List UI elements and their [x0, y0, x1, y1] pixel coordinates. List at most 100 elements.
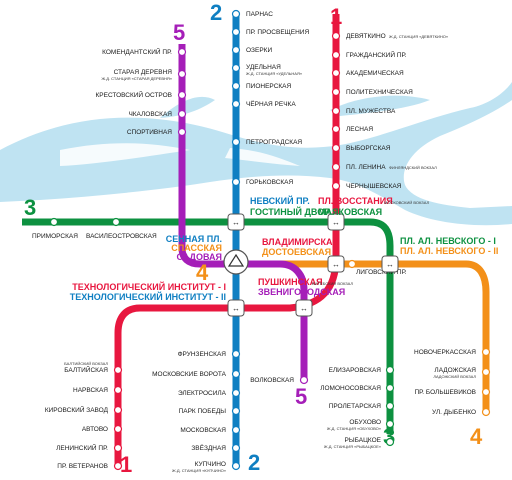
station-chkalovskaya[interactable]: ЧКАЛОВСКАЯ: [128, 111, 172, 118]
label-sadovaya[interactable]: САДОВАЯ: [176, 252, 222, 262]
station-dot[interactable]: [331, 106, 341, 116]
station-dot[interactable]: [231, 9, 241, 19]
station-vyborgskaya[interactable]: ВЫБОРГСКАЯ: [346, 145, 391, 152]
station-dot[interactable]: [231, 99, 241, 109]
station-akademicheskaya[interactable]: АКАДЕМИЧЕСКАЯ: [346, 70, 404, 77]
station-dot[interactable]: [113, 461, 123, 471]
label-vladimirskaya[interactable]: ВЛАДИМИРСКАЯ: [262, 237, 339, 247]
station-gorkovskaya[interactable]: ГОРЬКОВСКАЯ: [246, 179, 294, 186]
station-frunzenskaya[interactable]: ФРУНЗЕНСКАЯ: [178, 351, 227, 358]
station-pl-lenina[interactable]: ПЛ. ЛЕНИНА: [346, 164, 386, 171]
station-proletarskaya[interactable]: ПРОЛЕТАРСКАЯ: [329, 403, 382, 410]
station-dot[interactable]: [177, 109, 187, 119]
station-pionerskaya[interactable]: ПИОНЕРСКАЯ: [246, 83, 292, 90]
label-sennaya-pl[interactable]: СЕННАЯ ПЛ.: [166, 234, 222, 244]
station-chernaya-rechka[interactable]: ЧЁРНАЯ РЕЧКА: [246, 100, 296, 108]
transfer-tekhnologichesky[interactable]: ↔: [227, 299, 245, 317]
station-baltiyskaya[interactable]: БАЛТИЙСКАЯ: [64, 365, 108, 374]
station-kupchino[interactable]: КУПЧИНО: [195, 461, 226, 468]
label-pushkinskaya[interactable]: ПУШКИНСКАЯ: [258, 277, 323, 287]
station-zvezdnaya[interactable]: ЗВЁЗДНАЯ: [191, 444, 226, 452]
station-volkovskaya[interactable]: ВОЛКОВСКАЯ: [250, 377, 294, 384]
station-dot[interactable]: [111, 217, 121, 227]
station-dot[interactable]: [113, 443, 123, 453]
station-dot[interactable]: [49, 217, 59, 227]
station-dot[interactable]: [231, 406, 241, 416]
station-dot[interactable]: [299, 375, 309, 385]
station-pr-bolshevikov[interactable]: ПР. БОЛЬШЕВИКОВ: [414, 389, 476, 396]
station-pr-prosvescheniya[interactable]: ПР. ПРОСВЕЩЕНИЯ: [246, 29, 309, 36]
station-politekhnicheskaya[interactable]: ПОЛИТЕХНИЧЕСКАЯ: [346, 89, 413, 96]
station-dot[interactable]: [177, 69, 187, 79]
transfer-vosstaniya-mayakovskaya[interactable]: ↔: [327, 213, 345, 231]
label-dostoevskaya[interactable]: ДОСТОЕВСКАЯ: [262, 247, 331, 257]
station-ozerki[interactable]: ОЗЕРКИ: [246, 47, 272, 54]
station-dot[interactable]: [177, 47, 187, 57]
station-petrogradskaya[interactable]: ПЕТРОГРАДСКАЯ: [246, 139, 302, 146]
station-dot[interactable]: [331, 124, 341, 134]
station-dot[interactable]: [331, 50, 341, 60]
station-narvskaya[interactable]: НАРВСКАЯ: [73, 387, 108, 394]
station-lesnaya[interactable]: ЛЕСНАЯ: [346, 126, 373, 133]
station-dot[interactable]: [331, 162, 341, 172]
station-ul-dybenko[interactable]: УЛ. ДЫБЕНКО: [432, 409, 476, 416]
station-dot[interactable]: [177, 127, 187, 137]
station-sportivnaya[interactable]: СПОРТИВНАЯ: [127, 129, 172, 136]
station-elizarovskaya[interactable]: ЕЛИЗАРОВСКАЯ: [329, 367, 382, 374]
station-dot[interactable]: [385, 401, 395, 411]
station-krestovsky[interactable]: КРЕСТОВСКИЙ ОСТРОВ: [95, 90, 172, 99]
label-pl-nevskogo-1[interactable]: ПЛ. АЛ. НЕВСКОГО - I: [400, 236, 496, 246]
label-spasskaya[interactable]: СПАССКАЯ: [171, 243, 222, 253]
label-pl-nevskogo-2[interactable]: ПЛ. АЛ. НЕВСКОГО - II: [400, 246, 498, 256]
station-dot[interactable]: [481, 347, 491, 357]
station-parnas[interactable]: ПАРНАС: [246, 11, 273, 18]
station-pr-veteranov[interactable]: ПР. ВЕТЕРАНОВ: [57, 463, 108, 470]
station-dot[interactable]: [481, 367, 491, 377]
station-pl-muzhestva[interactable]: ПЛ. МУЖЕСТВА: [346, 108, 396, 115]
station-dot[interactable]: [385, 419, 395, 429]
station-dot[interactable]: [231, 137, 241, 147]
station-dot[interactable]: [231, 443, 241, 453]
station-kirovsky-zavod[interactable]: КИРОВСКИЙ ЗАВОД: [45, 405, 109, 414]
station-dot[interactable]: [331, 143, 341, 153]
station-dot[interactable]: [231, 63, 241, 73]
station-dot[interactable]: [331, 87, 341, 97]
label-zvenigorodskaya[interactable]: ЗВЕНИГОРОДСКАЯ: [258, 287, 345, 297]
station-dot[interactable]: [385, 365, 395, 375]
station-dot[interactable]: [385, 437, 395, 447]
label-ligovsky[interactable]: ЛИГОВСКИЙ ПР.: [356, 267, 407, 276]
label-tekhno-1[interactable]: ТЕХНОЛОГИЧЕСКИЙ ИНСТИТУТ - I: [72, 281, 226, 292]
transfer-nevsky-gostiny[interactable]: ↔: [227, 213, 245, 231]
station-dot[interactable]: [231, 369, 241, 379]
label-nevsky-pr[interactable]: НЕВСКИЙ ПР.: [250, 195, 310, 206]
station-devyatkino[interactable]: ДЕВЯТКИНО: [346, 33, 386, 40]
station-dot[interactable]: [231, 45, 241, 55]
transfer-vladimirskaya-dostoevskaya[interactable]: ↔: [327, 255, 345, 273]
station-dot[interactable]: [113, 424, 123, 434]
station-obukhovo[interactable]: ОБУХОВО: [349, 419, 381, 426]
station-grazhdansky[interactable]: ГРАЖДАНСКИЙ ПР.: [346, 50, 407, 59]
station-dot[interactable]: [231, 177, 241, 187]
station-dot[interactable]: [177, 90, 187, 100]
station-dot[interactable]: [231, 349, 241, 359]
label-pl-vosstaniya[interactable]: ПЛ. ВОССТАНИЯ: [318, 196, 393, 206]
label-tekhno-2[interactable]: ТЕХНОЛОГИЧЕСКИЙ ИНСТИТУТ - II: [70, 291, 226, 302]
station-komendantsky[interactable]: КОМЕНДАНТСКИЙ ПР.: [102, 47, 172, 56]
station-moskovskie-vorota[interactable]: МОСКОВСКИЕ ВОРОТА: [152, 371, 227, 378]
station-dot[interactable]: [231, 461, 241, 471]
station-dot[interactable]: [331, 68, 341, 78]
station-dot[interactable]: [331, 31, 341, 41]
station-leninsky-pr[interactable]: ЛЕНИНСКИЙ ПР.: [56, 443, 108, 452]
station-udelnaya[interactable]: УДЕЛЬНАЯ: [246, 64, 281, 71]
station-dot[interactable]: [231, 81, 241, 91]
station-ligovsky[interactable]: [347, 259, 357, 269]
transfer-pl-al-nevskogo[interactable]: ↔: [381, 255, 399, 273]
label-gostiny-dvor[interactable]: ГОСТИНЫЙ ДВОР: [250, 206, 330, 217]
station-dot[interactable]: [231, 27, 241, 37]
station-dot[interactable]: [113, 365, 123, 375]
station-dot[interactable]: [113, 405, 123, 415]
station-rybatskoe[interactable]: РЫБАЦКОЕ: [345, 437, 382, 444]
station-park-pobedy[interactable]: ПАРК ПОБЕДЫ: [179, 408, 227, 415]
label-mayakovskaya[interactable]: МАЯКОВСКАЯ: [318, 207, 382, 217]
station-primorskaya[interactable]: ПРИМОРСКАЯ: [32, 233, 78, 240]
